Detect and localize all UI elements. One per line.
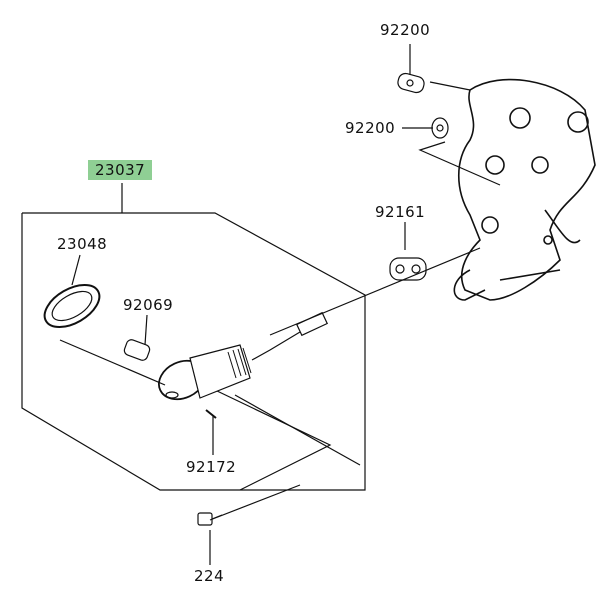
assembly-bracket [21,183,366,491]
lens-part [43,283,101,329]
turn-signal-body [158,311,329,401]
rubber-washer-parts [397,72,449,139]
leader-lines [59,44,501,565]
part-label-23048[interactable]: 23048 [57,235,108,253]
part-label-224[interactable]: 224 [194,567,225,585]
grommet-part [389,257,427,281]
part-label-92200-mid[interactable]: 92200 [345,119,396,137]
part-label-92200-top[interactable]: 92200 [380,21,431,39]
bulb-part [123,339,151,361]
part-label-92172[interactable]: 92172 [186,458,237,476]
mounting-bracket [453,78,596,301]
part-label-23037-highlighted[interactable]: 23037 [88,160,153,180]
part-label-92069[interactable]: 92069 [123,296,174,314]
part-label-92161[interactable]: 92161 [375,203,426,221]
bolt-part [197,512,223,526]
screw-small [205,409,217,419]
